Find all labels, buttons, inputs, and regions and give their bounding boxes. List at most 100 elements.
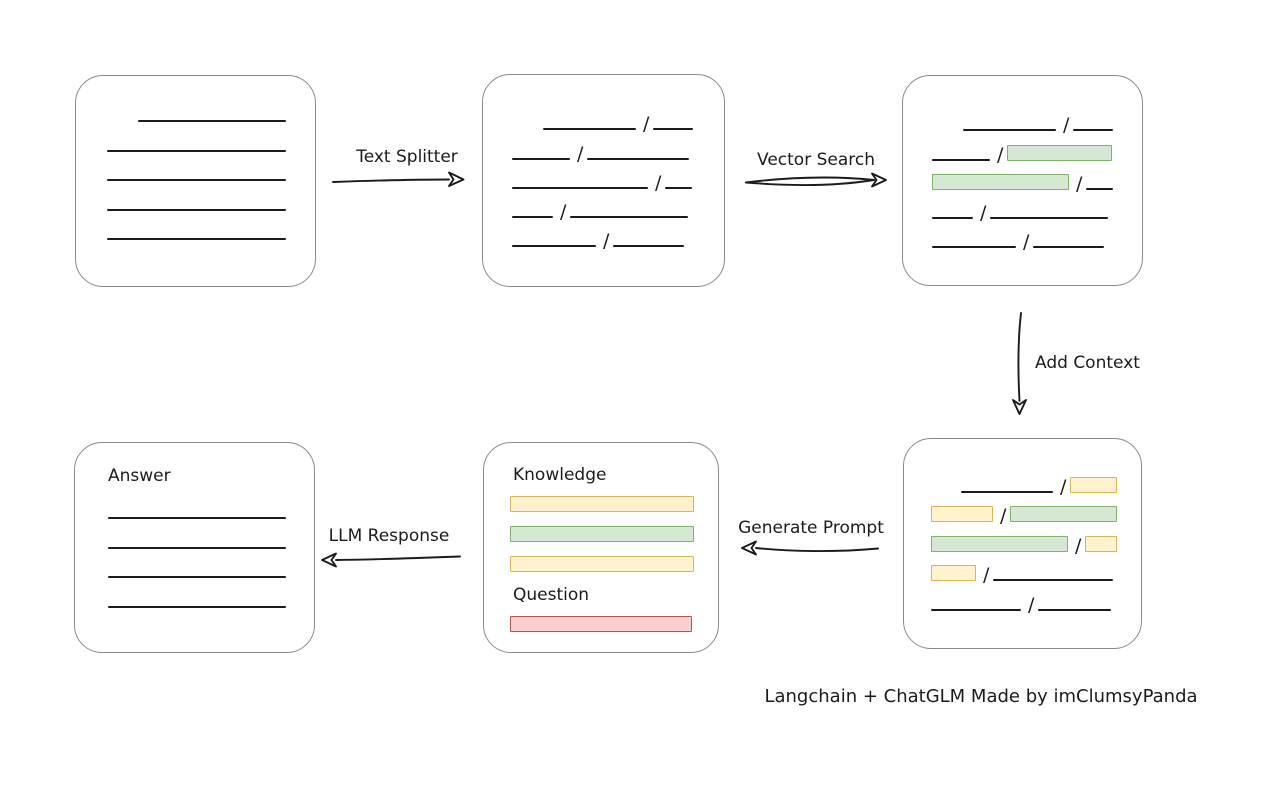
split-text-box: ///// xyxy=(482,74,725,287)
prompt-box: Knowledge Question xyxy=(483,442,719,653)
green-highlight-bar xyxy=(932,173,1069,190)
text-line xyxy=(653,128,694,131)
indent-spacer xyxy=(931,492,961,493)
add-context-label: Add Context xyxy=(1035,353,1140,373)
text-row: / xyxy=(932,161,1142,193)
text-row: / xyxy=(512,160,724,194)
arrow-head xyxy=(871,172,887,188)
text-line xyxy=(107,149,286,152)
text-line xyxy=(1086,187,1114,190)
text-line xyxy=(613,245,685,248)
document-text-lines xyxy=(76,76,315,286)
knowledge-bar-stack xyxy=(510,496,694,572)
answer-title: Answer xyxy=(108,466,171,486)
llm-response-arrow xyxy=(321,552,461,568)
slash-separator: / xyxy=(1023,231,1030,254)
slash-separator: / xyxy=(1000,505,1007,528)
text-row xyxy=(107,211,315,240)
text-row xyxy=(108,519,314,549)
slash-separator: / xyxy=(655,171,662,194)
matched-chunk-lines: ///// xyxy=(903,76,1142,285)
text-row xyxy=(108,549,314,578)
text-line xyxy=(587,157,690,160)
indent-spacer xyxy=(107,121,138,122)
text-row xyxy=(107,152,315,181)
slash-separator: / xyxy=(1075,534,1082,557)
text-row: / xyxy=(931,493,1141,528)
text-line xyxy=(993,579,1114,582)
yellow-knowledge-bar xyxy=(510,556,694,572)
arrow-shaft xyxy=(1017,312,1022,402)
text-line xyxy=(512,245,596,248)
text-row: / xyxy=(932,131,1142,166)
vector-search-arrow xyxy=(745,172,887,188)
text-row xyxy=(108,578,314,608)
text-splitter-label: Text Splitter xyxy=(356,147,458,167)
green-highlight-bar xyxy=(1010,506,1118,523)
slash-separator: / xyxy=(643,113,650,136)
arrow-head xyxy=(1012,399,1027,415)
yellow-highlight-bar xyxy=(931,565,976,582)
text-row: / xyxy=(512,218,724,253)
green-highlight-bar xyxy=(1007,144,1113,161)
arrow-shaft xyxy=(332,178,450,183)
slash-separator: / xyxy=(997,143,1004,166)
knowledge-title: Knowledge xyxy=(513,465,607,485)
text-line xyxy=(543,128,636,131)
text-line xyxy=(108,517,286,519)
text-line xyxy=(1033,246,1105,249)
text-line xyxy=(108,605,286,608)
text-line xyxy=(512,216,553,219)
text-row: / xyxy=(932,219,1142,254)
context-box: ///// xyxy=(903,438,1142,649)
text-line xyxy=(961,490,1053,493)
text-row xyxy=(107,181,315,211)
answer-text-lines xyxy=(75,443,314,652)
text-line xyxy=(570,216,689,219)
text-row xyxy=(107,122,315,152)
text-row: / xyxy=(931,463,1141,498)
arrow-head xyxy=(321,552,337,568)
arrow-head xyxy=(448,171,465,187)
text-line xyxy=(512,186,648,189)
yellow-highlight-bar xyxy=(931,506,993,523)
text-line xyxy=(108,576,286,578)
text-row: / xyxy=(512,101,724,136)
yellow-highlight-bar xyxy=(1085,535,1118,552)
text-line xyxy=(932,158,990,161)
footer-credit: Langchain + ChatGLM Made by imClumsyPand… xyxy=(764,686,1198,707)
text-row xyxy=(108,490,314,519)
slash-separator: / xyxy=(1060,475,1067,498)
text-row: / xyxy=(931,581,1141,616)
text-line xyxy=(138,120,286,122)
text-line xyxy=(932,217,973,220)
slash-separator: / xyxy=(1063,114,1070,137)
llm-response-label: LLM Response xyxy=(328,526,450,546)
text-row: / xyxy=(932,190,1142,225)
vector-search-result-box: ///// xyxy=(902,75,1143,286)
text-row: / xyxy=(512,189,724,224)
text-row: / xyxy=(932,102,1142,137)
text-row: / xyxy=(931,522,1141,557)
text-row: / xyxy=(931,552,1141,585)
text-line xyxy=(107,238,286,240)
split-chunk-lines: ///// xyxy=(483,75,724,286)
text-line xyxy=(1073,129,1114,132)
generate-prompt-label: Generate Prompt xyxy=(738,518,884,538)
arrow-shaft xyxy=(335,555,461,561)
question-title: Question xyxy=(513,585,590,605)
indent-spacer xyxy=(512,129,543,130)
slash-separator: / xyxy=(560,201,567,224)
yellow-highlight-bar xyxy=(1070,476,1118,493)
text-line xyxy=(990,217,1109,220)
green-knowledge-bar xyxy=(510,526,694,542)
source-document-box xyxy=(75,75,316,287)
slash-separator: / xyxy=(603,230,610,253)
generate-prompt-arrow xyxy=(741,540,879,556)
context-chunk-lines: ///// xyxy=(904,439,1141,648)
slash-separator: / xyxy=(980,202,987,225)
text-line xyxy=(1038,608,1112,611)
slash-separator: / xyxy=(1028,593,1035,616)
arrow-shaft xyxy=(755,547,879,553)
answer-box: Answer xyxy=(74,442,315,653)
